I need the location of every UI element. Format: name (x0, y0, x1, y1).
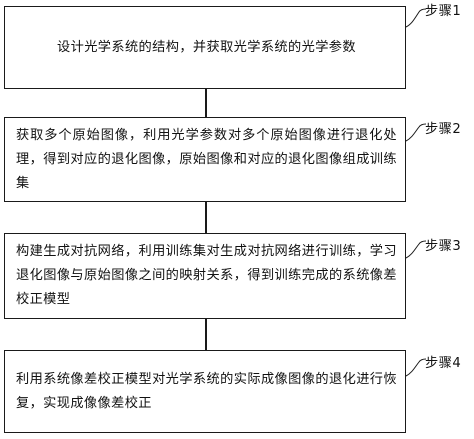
step-3-text: 构建生成对抗网络，利用训练集对生成对抗网络进行训练，学习退化图像与原始图像之间的… (16, 244, 397, 307)
step-4-text: 利用系统像差校正模型对光学系统的实际成像图像的退化进行恢复，实现成像像差校正 (16, 371, 397, 411)
step-1-label: 步骤1 (425, 4, 462, 19)
step-4-box: 利用系统像差校正模型对光学系统的实际成像图像的退化进行恢复，实现成像像差校正 (4, 350, 406, 433)
step-4-leader (405, 358, 427, 377)
step-2-label: 步骤2 (425, 122, 462, 137)
step-3-leader (405, 240, 427, 259)
connector-2-3 (205, 202, 207, 233)
connector-3-4 (205, 319, 207, 350)
step-2-leader (405, 123, 427, 142)
step-3-box: 构建生成对抗网络，利用训练集对生成对抗网络进行训练，学习退化图像与原始图像之间的… (4, 233, 406, 319)
connector-1-2 (205, 89, 207, 117)
step-2-box: 获取多个原始图像，利用光学参数对多个原始图像进行退化处理，得到对应的退化图像，原… (4, 117, 406, 202)
step-1-leader (405, 8, 427, 28)
step-4-label: 步骤4 (425, 356, 462, 371)
step-1-text: 设计光学系统的结构，并获取光学系统的光学参数 (57, 39, 356, 55)
step-3-label: 步骤3 (425, 239, 462, 254)
step-2-text: 获取多个原始图像，利用光学参数对多个原始图像进行退化处理，得到对应的退化图像，原… (16, 127, 397, 191)
step-1-box: 设计光学系统的结构，并获取光学系统的光学参数 (4, 6, 406, 89)
